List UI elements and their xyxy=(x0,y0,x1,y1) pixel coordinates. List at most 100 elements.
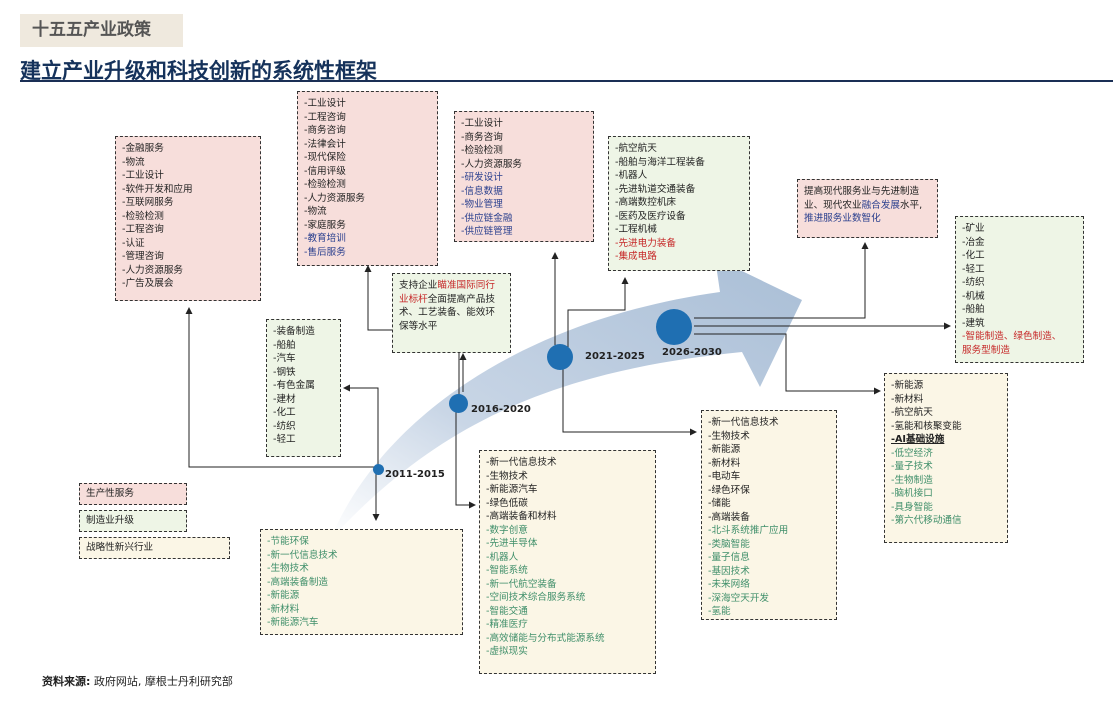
list-item: -机器人 xyxy=(615,170,648,181)
list-item: -化工 xyxy=(962,250,985,261)
list-item: -商务咨询 xyxy=(461,131,503,143)
list-item: -软件开发和应用 xyxy=(122,183,193,195)
list-item: -航空航天 xyxy=(615,143,657,154)
list-item: -高端装备制造 xyxy=(267,576,329,588)
list-item: -家庭服务 xyxy=(304,219,346,231)
list-item: -高效储能与分布式能源系统 xyxy=(486,632,605,644)
list-item: -集成电路 xyxy=(615,251,657,262)
list-item: -量子信息 xyxy=(708,552,750,563)
list-item: -船舶 xyxy=(962,304,985,315)
list-item: -智能制造、绿色制造、 xyxy=(962,331,1062,342)
box-services-2011: -金融服务-物流-工业设计-软件开发和应用-互联网服务-检验检测-工程咨询-认证… xyxy=(115,136,261,301)
list-item: -生物技术 xyxy=(708,430,750,442)
link-2021-emerging xyxy=(562,368,697,436)
list-item: -生物制造 xyxy=(891,474,933,486)
list-item: -绿色环保 xyxy=(708,484,750,496)
list-item: -高端装备和材料 xyxy=(486,511,557,522)
list-item: -工业设计 xyxy=(304,98,346,109)
list-item: -AI基础设施 xyxy=(891,434,945,445)
list-item: -氢能 xyxy=(708,606,731,617)
period-dot-2016 xyxy=(449,394,468,413)
list-item: -脑机接口 xyxy=(891,488,933,499)
box-services-2016: -工业设计-工程咨询-商务咨询-法律会计-现代保险-信用评级-检验检测-人力资源… xyxy=(297,91,438,266)
note-2026: 提高现代服务业与先进制造业、现代农业融合发展水平,推进服务业数智化 xyxy=(797,179,938,238)
list-item: -电动车 xyxy=(708,471,741,482)
list-item: -钢铁 xyxy=(273,366,296,378)
list-item: -精准医疗 xyxy=(486,619,528,630)
list-item: -储能 xyxy=(708,498,731,509)
list-item: -先进电力装备 xyxy=(615,237,677,249)
list-item: -低空经济 xyxy=(891,447,933,459)
list-item: -绿色低碳 xyxy=(486,497,528,509)
list-item: -建材 xyxy=(273,393,296,405)
list-item: -智能系统 xyxy=(486,565,528,576)
list-item: -信用评级 xyxy=(304,165,346,177)
list-item: -先进半导体 xyxy=(486,538,538,549)
list-item: -物流 xyxy=(122,156,145,168)
list-item: -新材料 xyxy=(708,457,741,469)
list-item: -售后服务 xyxy=(304,246,346,258)
list-item: -人力资源服务 xyxy=(304,192,366,204)
list-item: -生物技术 xyxy=(486,470,528,482)
period-label-2016: 2016-2020 xyxy=(471,404,531,415)
list-item: -新能源 xyxy=(708,444,741,455)
box-manufacturing-2011: -装备制造-船舶-汽车-钢铁-有色金属-建材-化工-纺织-轻工 xyxy=(266,319,341,457)
list-item: -商务咨询 xyxy=(304,125,346,136)
box-services-2021: -工业设计-商务咨询-检验检测-人力资源服务-研发设计-信息数据-物业管理-供应… xyxy=(454,111,594,242)
list-item: -检验检测 xyxy=(461,145,503,156)
list-item: -法律会计 xyxy=(304,138,346,150)
list-item: -第六代移动通信 xyxy=(891,515,962,526)
box-manufacturing-2021: -航空航天-船舶与海洋工程装备-机器人-先进轨道交通装备-高端数控机床-医药及医… xyxy=(608,136,750,271)
list-item: -工程咨询 xyxy=(304,111,346,123)
list-item: -先进轨道交通装备 xyxy=(615,183,696,195)
legend-manufacturing-upgrade: 制造业升级 xyxy=(79,510,187,532)
list-item: -生物技术 xyxy=(267,563,309,574)
list-item: -氢能和核聚变能 xyxy=(891,420,962,432)
list-item: -冶金 xyxy=(962,236,985,248)
box-emerging-2016: -新一代信息技术-生物技术-新能源汽车-绿色低碳-高端装备和材料-数字创意-先进… xyxy=(479,450,656,674)
list-item: -具身智能 xyxy=(891,501,933,513)
note-2026-text-a: 提高现代服务业与先进制造业、现代农业 xyxy=(804,186,920,211)
box-emerging-2021: -新一代信息技术-生物技术-新能源-新材料-电动车-绿色环保-储能-高端装备-北… xyxy=(701,410,837,620)
list-item: -物流 xyxy=(304,206,327,217)
list-item: -互联网服务 xyxy=(122,197,174,208)
note-2016: 支持企业瞄准国际同行业标杆全面提高产品技术、工艺装备、能效环保等水平 xyxy=(392,273,511,353)
list-item: -有色金属 xyxy=(273,380,315,391)
source-label: 资料来源: xyxy=(42,675,91,688)
link-2026-emerging xyxy=(694,333,881,395)
list-item: -供应链金融 xyxy=(461,212,513,224)
list-item: -北斗系统推广应用 xyxy=(708,525,789,536)
period-dot-2011 xyxy=(373,464,384,475)
list-item: -智能交通 xyxy=(486,605,528,617)
list-item: -矿业 xyxy=(962,223,985,234)
list-item: -工业设计 xyxy=(461,118,503,129)
link-2026-note xyxy=(694,242,869,319)
list-item: -认证 xyxy=(122,237,145,249)
source-text: 政府网站, 摩根士丹利研究部 xyxy=(90,675,233,688)
list-item: -管理咨询 xyxy=(122,251,164,262)
list-item: -工程咨询 xyxy=(122,224,164,235)
list-item: -新能源 xyxy=(267,590,300,601)
list-item: -纺织 xyxy=(962,277,985,288)
list-item: -数字创意 xyxy=(486,524,528,536)
list-item: -化工 xyxy=(273,407,296,418)
list-item: -工程机械 xyxy=(615,224,657,235)
list-item: -装备制造 xyxy=(273,326,315,337)
list-item: -机器人 xyxy=(486,551,519,563)
list-item: -新能源 xyxy=(891,380,924,391)
legend-emerging-industries: 战略性新兴行业 xyxy=(79,537,230,559)
list-item: -检验检测 xyxy=(304,179,346,190)
list-item: -新一代航空装备 xyxy=(486,578,557,590)
list-item: -高端装备 xyxy=(708,511,750,523)
list-item: -新材料 xyxy=(891,393,924,405)
list-item: -轻工 xyxy=(273,434,296,445)
list-item: -量子技术 xyxy=(891,461,933,472)
note-2026-highlight: 融合发展 xyxy=(861,199,900,211)
list-item: -医药及医疗设备 xyxy=(615,210,686,222)
list-item: -新一代信息技术 xyxy=(486,457,557,468)
list-item: -教育培训 xyxy=(304,233,346,244)
list-item: -人力资源服务 xyxy=(461,158,523,170)
legend-producer-services: 生产性服务 xyxy=(79,483,187,505)
list-item: -供应链管理 xyxy=(461,226,513,237)
